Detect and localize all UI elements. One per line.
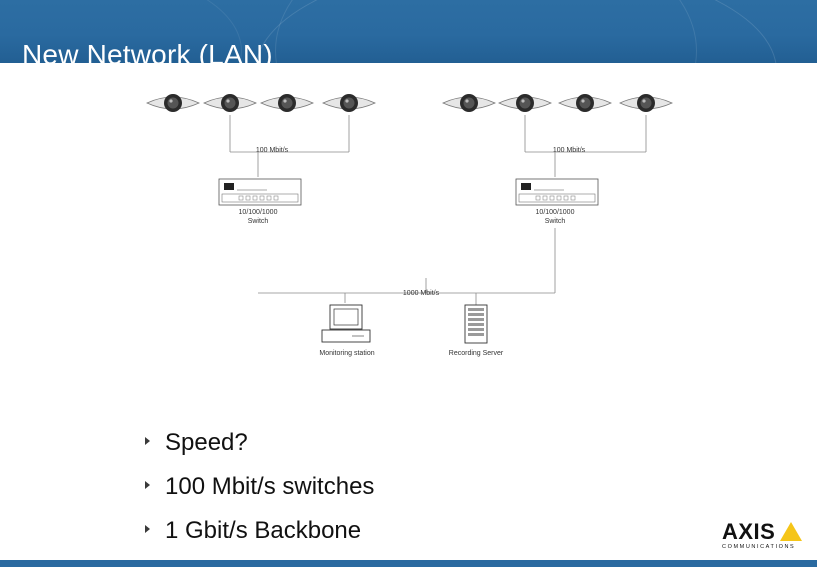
connection-lines <box>229 115 647 305</box>
logo-wordmark: AXIS <box>722 519 776 544</box>
right-uplink-label: 100 Mbit/s <box>553 147 586 154</box>
logo-triangle-icon <box>780 522 802 541</box>
right-switch-label: 10/100/1000 <box>536 209 575 216</box>
network-camera-icon <box>498 93 552 113</box>
title-bar <box>0 0 817 63</box>
network-camera-icon <box>260 93 314 113</box>
bullet-text: 1 Gbit/s Backbone <box>165 517 362 544</box>
left-switch-label: 10/100/1000 <box>239 209 278 216</box>
footer-bar <box>0 560 817 567</box>
axis-logo: AXIS COMMUNICATIONS <box>718 518 804 552</box>
bullet-arrow-icon <box>145 481 150 489</box>
left-switch-type-label: Switch <box>248 218 269 225</box>
network-camera-icon <box>322 93 376 113</box>
bullet-item: 1 Gbit/s Backbone <box>145 513 374 557</box>
bullet-text: Speed? <box>165 429 248 456</box>
right-switch-type-label: Switch <box>545 218 566 225</box>
network-camera-icon <box>442 93 496 113</box>
camera-group-left <box>146 93 376 113</box>
monitoring-station-icon <box>321 304 371 343</box>
logo-subtitle: COMMUNICATIONS <box>722 544 796 550</box>
network-camera-icon <box>619 93 673 113</box>
right-switch-icon <box>515 178 599 206</box>
bullet-text: 100 Mbit/s switches <box>165 473 375 500</box>
bullet-arrow-icon <box>145 525 150 533</box>
camera-group-right <box>442 93 673 113</box>
left-uplink-label: 100 Mbit/s <box>256 147 289 154</box>
network-camera-icon <box>146 93 200 113</box>
recording-server-icon <box>464 304 488 344</box>
bullet-item: Speed? <box>145 425 374 469</box>
bullet-arrow-icon <box>145 437 150 445</box>
bullet-item: 100 Mbit/s switches <box>145 469 374 513</box>
network-camera-icon <box>203 93 257 113</box>
monitoring-station-label: Monitoring station <box>319 350 374 357</box>
bullet-list: Speed? 100 Mbit/s switches 1 Gbit/s Back… <box>145 425 374 557</box>
network-camera-icon <box>558 93 612 113</box>
recording-server-label: Recording Server <box>449 350 504 357</box>
backbone-label: 1000 Mbit/s <box>403 290 440 297</box>
left-switch-icon <box>218 178 302 206</box>
title-mask <box>0 63 817 93</box>
